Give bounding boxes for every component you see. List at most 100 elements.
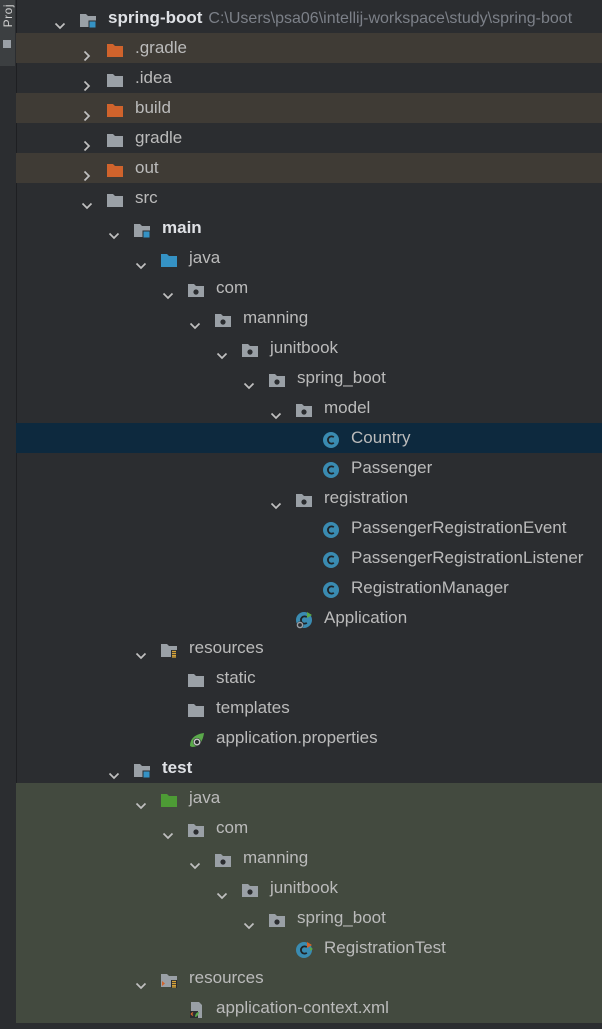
folder-icon	[106, 129, 124, 147]
tree-row-label: PassengerRegistrationEvent	[351, 518, 567, 537]
package-icon	[214, 849, 232, 867]
tree-row[interactable]: gradle	[16, 123, 602, 153]
chevron-down-icon[interactable]	[216, 882, 228, 900]
tree-row[interactable]: RegistrationManager	[16, 573, 602, 603]
chevron-down-icon[interactable]	[189, 312, 201, 330]
tree-row[interactable]: src	[16, 183, 602, 213]
tree-row[interactable]: model	[16, 393, 602, 423]
tree-row-label: spring_boot	[297, 908, 386, 927]
folder-icon	[106, 189, 124, 207]
tree-row-label: Country	[351, 428, 411, 447]
tree-row-label: com	[216, 818, 249, 837]
tree-row[interactable]: application-context.xml	[16, 993, 602, 1023]
module-folder-icon	[133, 219, 151, 239]
chevron-down-icon[interactable]	[270, 402, 282, 420]
chevron-down-icon[interactable]	[135, 792, 147, 810]
tree-row[interactable]: .gradle	[16, 33, 602, 63]
folder-icon	[187, 699, 205, 717]
chevron-right-icon[interactable]	[81, 102, 93, 122]
project-tab[interactable]: Proj	[0, 0, 15, 66]
tree-row-label: application.properties	[216, 728, 378, 747]
chevron-down-icon[interactable]	[270, 492, 282, 510]
chevron-down-icon[interactable]	[81, 192, 93, 210]
tree-row[interactable]: main	[16, 213, 602, 243]
tree-row-label: manning	[243, 308, 309, 327]
chevron-down-icon[interactable]	[54, 12, 66, 30]
class-icon	[322, 579, 340, 598]
tree-row[interactable]: build	[16, 93, 602, 123]
class-icon	[322, 519, 340, 538]
chevron-down-icon[interactable]	[135, 972, 147, 990]
tree-row[interactable]: resources	[16, 963, 602, 993]
tree-row[interactable]: spring_boot	[16, 363, 602, 393]
spring-xml-icon	[187, 999, 205, 1018]
class-icon	[322, 429, 340, 448]
tree-row-label: resources	[189, 638, 264, 657]
tree-row[interactable]: junitbook	[16, 333, 602, 363]
tree-row[interactable]: PassengerRegistrationListener	[16, 543, 602, 573]
package-icon	[187, 279, 205, 297]
spring-boot-app-icon	[295, 609, 313, 629]
chevron-down-icon[interactable]	[189, 852, 201, 870]
tree-row-label: model	[324, 398, 371, 417]
tree-row[interactable]: PassengerRegistrationEvent	[16, 513, 602, 543]
tree-row[interactable]: resources	[16, 633, 602, 663]
chevron-down-icon[interactable]	[108, 222, 120, 240]
tree-row[interactable]: templates	[16, 693, 602, 723]
tree-row[interactable]: .idea	[16, 63, 602, 93]
tree-row-label: junitbook	[270, 338, 339, 357]
chevron-down-icon[interactable]	[135, 642, 147, 660]
tree-row[interactable]: manning	[16, 843, 602, 873]
chevron-down-icon[interactable]	[135, 252, 147, 270]
tree-row-label: out	[135, 158, 159, 177]
chevron-down-icon[interactable]	[243, 372, 255, 390]
tree-row[interactable]: Passenger	[16, 453, 602, 483]
tree-row-label: src	[135, 188, 158, 207]
tree-row[interactable]: manning	[16, 303, 602, 333]
folder-icon	[106, 69, 124, 87]
tree-row-label: main	[162, 218, 202, 237]
tree-row[interactable]: registration	[16, 483, 602, 513]
chevron-right-icon[interactable]	[81, 42, 93, 62]
package-icon	[295, 399, 313, 417]
project-tab-icon	[3, 40, 11, 48]
tree-row[interactable]: spring_boot	[16, 903, 602, 933]
test-source-folder-icon	[160, 789, 178, 807]
tree-row[interactable]: junitbook	[16, 873, 602, 903]
tree-row[interactable]: application.properties	[16, 723, 602, 753]
folder-icon	[187, 669, 205, 687]
tree-row-label: com	[216, 278, 249, 297]
module-folder-icon	[133, 759, 151, 779]
chevron-right-icon[interactable]	[81, 162, 93, 182]
excluded-folder-icon	[106, 159, 124, 177]
tree-row[interactable]: java	[16, 783, 602, 813]
chevron-right-icon[interactable]	[81, 132, 93, 152]
tree-row-label: Application	[324, 608, 408, 627]
chevron-right-icon[interactable]	[81, 72, 93, 92]
tree-row[interactable]: java	[16, 243, 602, 273]
spring-properties-icon	[187, 729, 205, 747]
tree-row[interactable]: test	[16, 753, 602, 783]
tree-row-label: junitbook	[270, 878, 339, 897]
tree-row[interactable]: com	[16, 813, 602, 843]
chevron-down-icon[interactable]	[216, 342, 228, 360]
chevron-down-icon[interactable]	[108, 762, 120, 780]
tree-row[interactable]: RegistrationTest	[16, 933, 602, 963]
package-icon	[187, 819, 205, 837]
chevron-down-icon[interactable]	[162, 282, 174, 300]
module-folder-icon	[79, 9, 97, 29]
chevron-down-icon[interactable]	[162, 822, 174, 840]
tree-row-label: resources	[189, 968, 264, 987]
tree-row[interactable]: out	[16, 153, 602, 183]
test-resources-folder-icon	[160, 969, 178, 988]
chevron-down-icon[interactable]	[243, 912, 255, 930]
tree-row[interactable]: Country	[16, 423, 602, 453]
tree-row[interactable]: com	[16, 273, 602, 303]
source-folder-icon	[160, 249, 178, 267]
package-icon	[214, 309, 232, 327]
tree-row[interactable]: static	[16, 663, 602, 693]
tree-row[interactable]: Application	[16, 603, 602, 633]
tree-row-label: Passenger	[351, 458, 433, 477]
